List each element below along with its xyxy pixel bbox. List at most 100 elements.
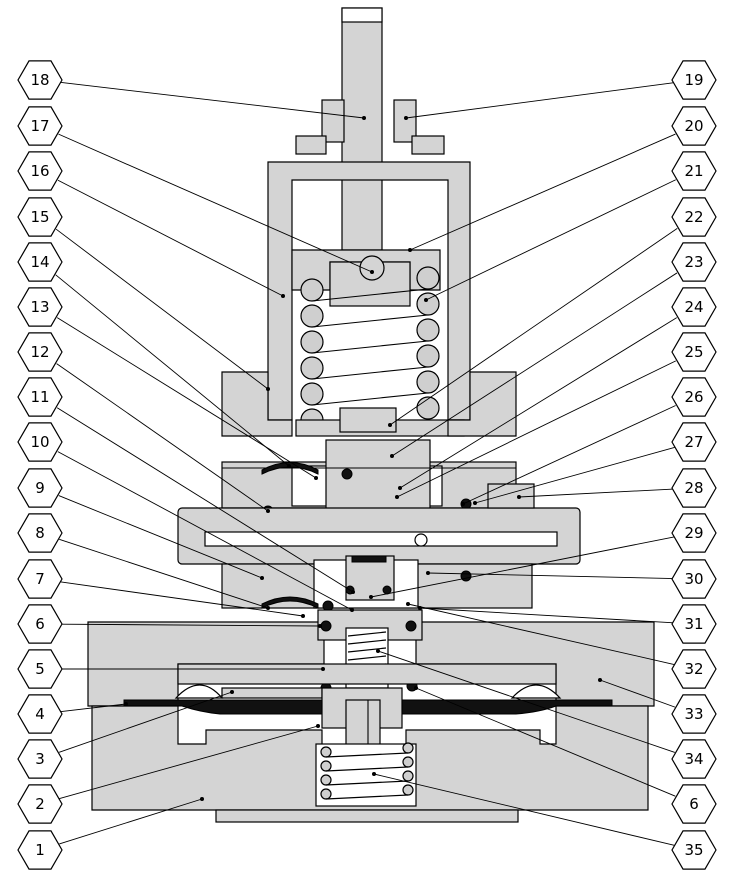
- leader-dot: [414, 686, 418, 690]
- hex-badge: [17, 151, 63, 191]
- hex-badge: [17, 649, 63, 689]
- leader-line: [59, 581, 304, 617]
- leader-line: [59, 725, 319, 799]
- hex-badge: [17, 604, 63, 644]
- leader-dot: [287, 464, 291, 468]
- flow-channel: [204, 531, 558, 547]
- hex-badge: [671, 559, 717, 599]
- callout-left-6: 6: [17, 604, 322, 644]
- hex-badge: [671, 784, 717, 824]
- callout-number: 34: [684, 750, 703, 768]
- leader-dot: [200, 797, 204, 801]
- hex-badge: [671, 468, 717, 508]
- callout-right-35: 35: [372, 772, 717, 870]
- leader-dot: [230, 690, 234, 694]
- leader-line: [419, 607, 674, 624]
- o-ring-lower-right: [460, 570, 472, 582]
- callout-number: 28: [684, 479, 703, 497]
- callout-number: 20: [684, 117, 703, 135]
- callout-number: 9: [35, 479, 45, 497]
- leader-dot: [424, 298, 428, 302]
- diaphragm-plate-upper: [177, 663, 557, 685]
- callout-left-17: 17: [17, 106, 374, 274]
- diaphragm-plate: [221, 687, 323, 699]
- callout-right-24: 24: [398, 287, 717, 490]
- hex-badge: [671, 694, 717, 734]
- callout-left-16: 16: [17, 151, 285, 298]
- o-ring-seat-right: [382, 585, 392, 595]
- hex-badge: [17, 694, 63, 734]
- callout-number: 22: [684, 208, 703, 226]
- callout-left-2: 2: [17, 724, 320, 824]
- callout-number: 23: [684, 253, 703, 271]
- hex-badge: [671, 649, 717, 689]
- port-plug: [487, 483, 535, 509]
- leader-dot: [362, 116, 366, 120]
- lock-nut-left: [321, 99, 345, 143]
- leader-dot: [390, 454, 394, 458]
- leader-line: [55, 274, 290, 467]
- leader-dot: [395, 495, 399, 499]
- hex-badge: [671, 287, 717, 327]
- leader-dot: [351, 590, 355, 594]
- leader-line: [59, 538, 269, 609]
- hex-badge: [17, 739, 63, 779]
- callout-number: 6: [689, 795, 699, 813]
- callout-number: 3: [35, 750, 45, 768]
- upper-body-right: [447, 371, 517, 437]
- diaphragm-convolution-left: [174, 684, 224, 699]
- callout-right-19: 19: [404, 60, 717, 120]
- leader-dot: [301, 614, 305, 618]
- hex-badge: [17, 784, 63, 824]
- ball: [359, 255, 385, 281]
- leader-dot: [350, 608, 354, 612]
- callout-left-13: 13: [17, 287, 318, 480]
- callout-number: 4: [35, 705, 45, 723]
- callout-number: 6: [35, 615, 45, 633]
- hex-badge: [671, 513, 717, 553]
- hex-badge: [671, 604, 717, 644]
- leader-line: [599, 679, 676, 708]
- leader-dot: [369, 595, 373, 599]
- leader-dot: [408, 248, 412, 252]
- hex-badge: [17, 242, 63, 282]
- callout-number: 12: [30, 343, 49, 361]
- leader-line: [389, 228, 678, 426]
- leader-line: [55, 228, 269, 390]
- hex-badge: [17, 830, 63, 870]
- leader-line: [60, 81, 365, 119]
- leader-line: [405, 82, 674, 119]
- leader-dot: [598, 678, 602, 682]
- leader-line: [60, 703, 127, 713]
- stem-top: [341, 7, 383, 23]
- leader-line: [59, 798, 203, 845]
- leader-dot: [314, 476, 318, 480]
- callout-left-10: 10: [17, 422, 354, 612]
- callout-left-9: 9: [17, 468, 264, 580]
- callout-number: 31: [684, 615, 703, 633]
- leader-line: [462, 405, 676, 505]
- callout-number: 33: [684, 705, 703, 723]
- central-stem: [345, 699, 381, 747]
- leader-dot: [124, 702, 128, 706]
- callout-left-15: 15: [17, 197, 270, 391]
- leader-line: [415, 687, 676, 797]
- hex-badge: [17, 60, 63, 100]
- callout-left-18: 18: [17, 60, 366, 120]
- leader-line: [474, 446, 675, 504]
- callout-left-4: 4: [17, 694, 128, 734]
- o-ring-poppet-top-right: [405, 620, 417, 632]
- leader-line: [58, 691, 233, 753]
- callout-right-27: 27: [473, 422, 717, 505]
- callout-right-28: 28: [517, 468, 717, 508]
- leader-dot: [316, 724, 320, 728]
- callout-right-6: 6: [414, 686, 717, 824]
- main-spring: [300, 266, 440, 432]
- leader-line: [56, 363, 269, 512]
- regulator-drawing: [87, 7, 655, 823]
- adjusting-stem: [341, 7, 383, 251]
- leader-dot: [370, 270, 374, 274]
- callout-left-14: 14: [17, 242, 291, 468]
- callout-left-8: 8: [17, 513, 270, 610]
